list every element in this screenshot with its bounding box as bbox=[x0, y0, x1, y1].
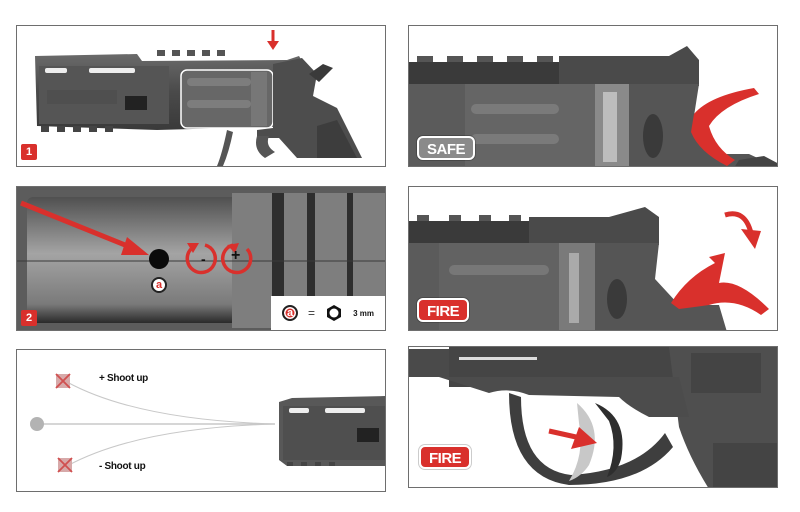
panel-shooting-adjustment: + Shoot up - Shoot up bbox=[16, 349, 386, 492]
revolver-side-illustration bbox=[35, 30, 362, 166]
panel-step-2: a - + 2 a = 3 mm bbox=[16, 186, 386, 331]
legend-marker: a bbox=[282, 305, 298, 321]
minus-sign: - bbox=[201, 251, 206, 267]
hammer-cocked-illustration bbox=[409, 207, 769, 330]
trigger-pull-illustration bbox=[409, 347, 777, 487]
step-badge: 2 bbox=[21, 310, 37, 326]
target-center-dot bbox=[30, 417, 44, 431]
shoot-up-plus-label: + Shoot up bbox=[99, 373, 148, 384]
fire-mode-badge: FIRE bbox=[417, 298, 470, 322]
panel-fire-trigger-pull: FIRE bbox=[408, 346, 778, 488]
panel-step-1: 1 bbox=[16, 25, 386, 167]
adjust-point-marker: a bbox=[151, 277, 167, 293]
fire-mode-badge: FIRE bbox=[419, 445, 472, 469]
plus-sign: + bbox=[231, 247, 241, 264]
legend-size: 3 mm bbox=[353, 308, 374, 318]
panel-fire-cock-hammer: FIRE bbox=[408, 186, 778, 331]
legend-equals: = bbox=[308, 306, 316, 320]
panel-safe-mode: SAFE bbox=[408, 25, 778, 167]
step-badge: 1 bbox=[21, 144, 37, 160]
shoot-up-minus-label: - Shoot up bbox=[99, 461, 146, 472]
tool-legend: a = 3 mm bbox=[271, 296, 385, 330]
hex-key-icon bbox=[327, 305, 342, 321]
safe-mode-badge: SAFE bbox=[417, 136, 476, 160]
trajectory-diagram bbox=[30, 373, 385, 473]
